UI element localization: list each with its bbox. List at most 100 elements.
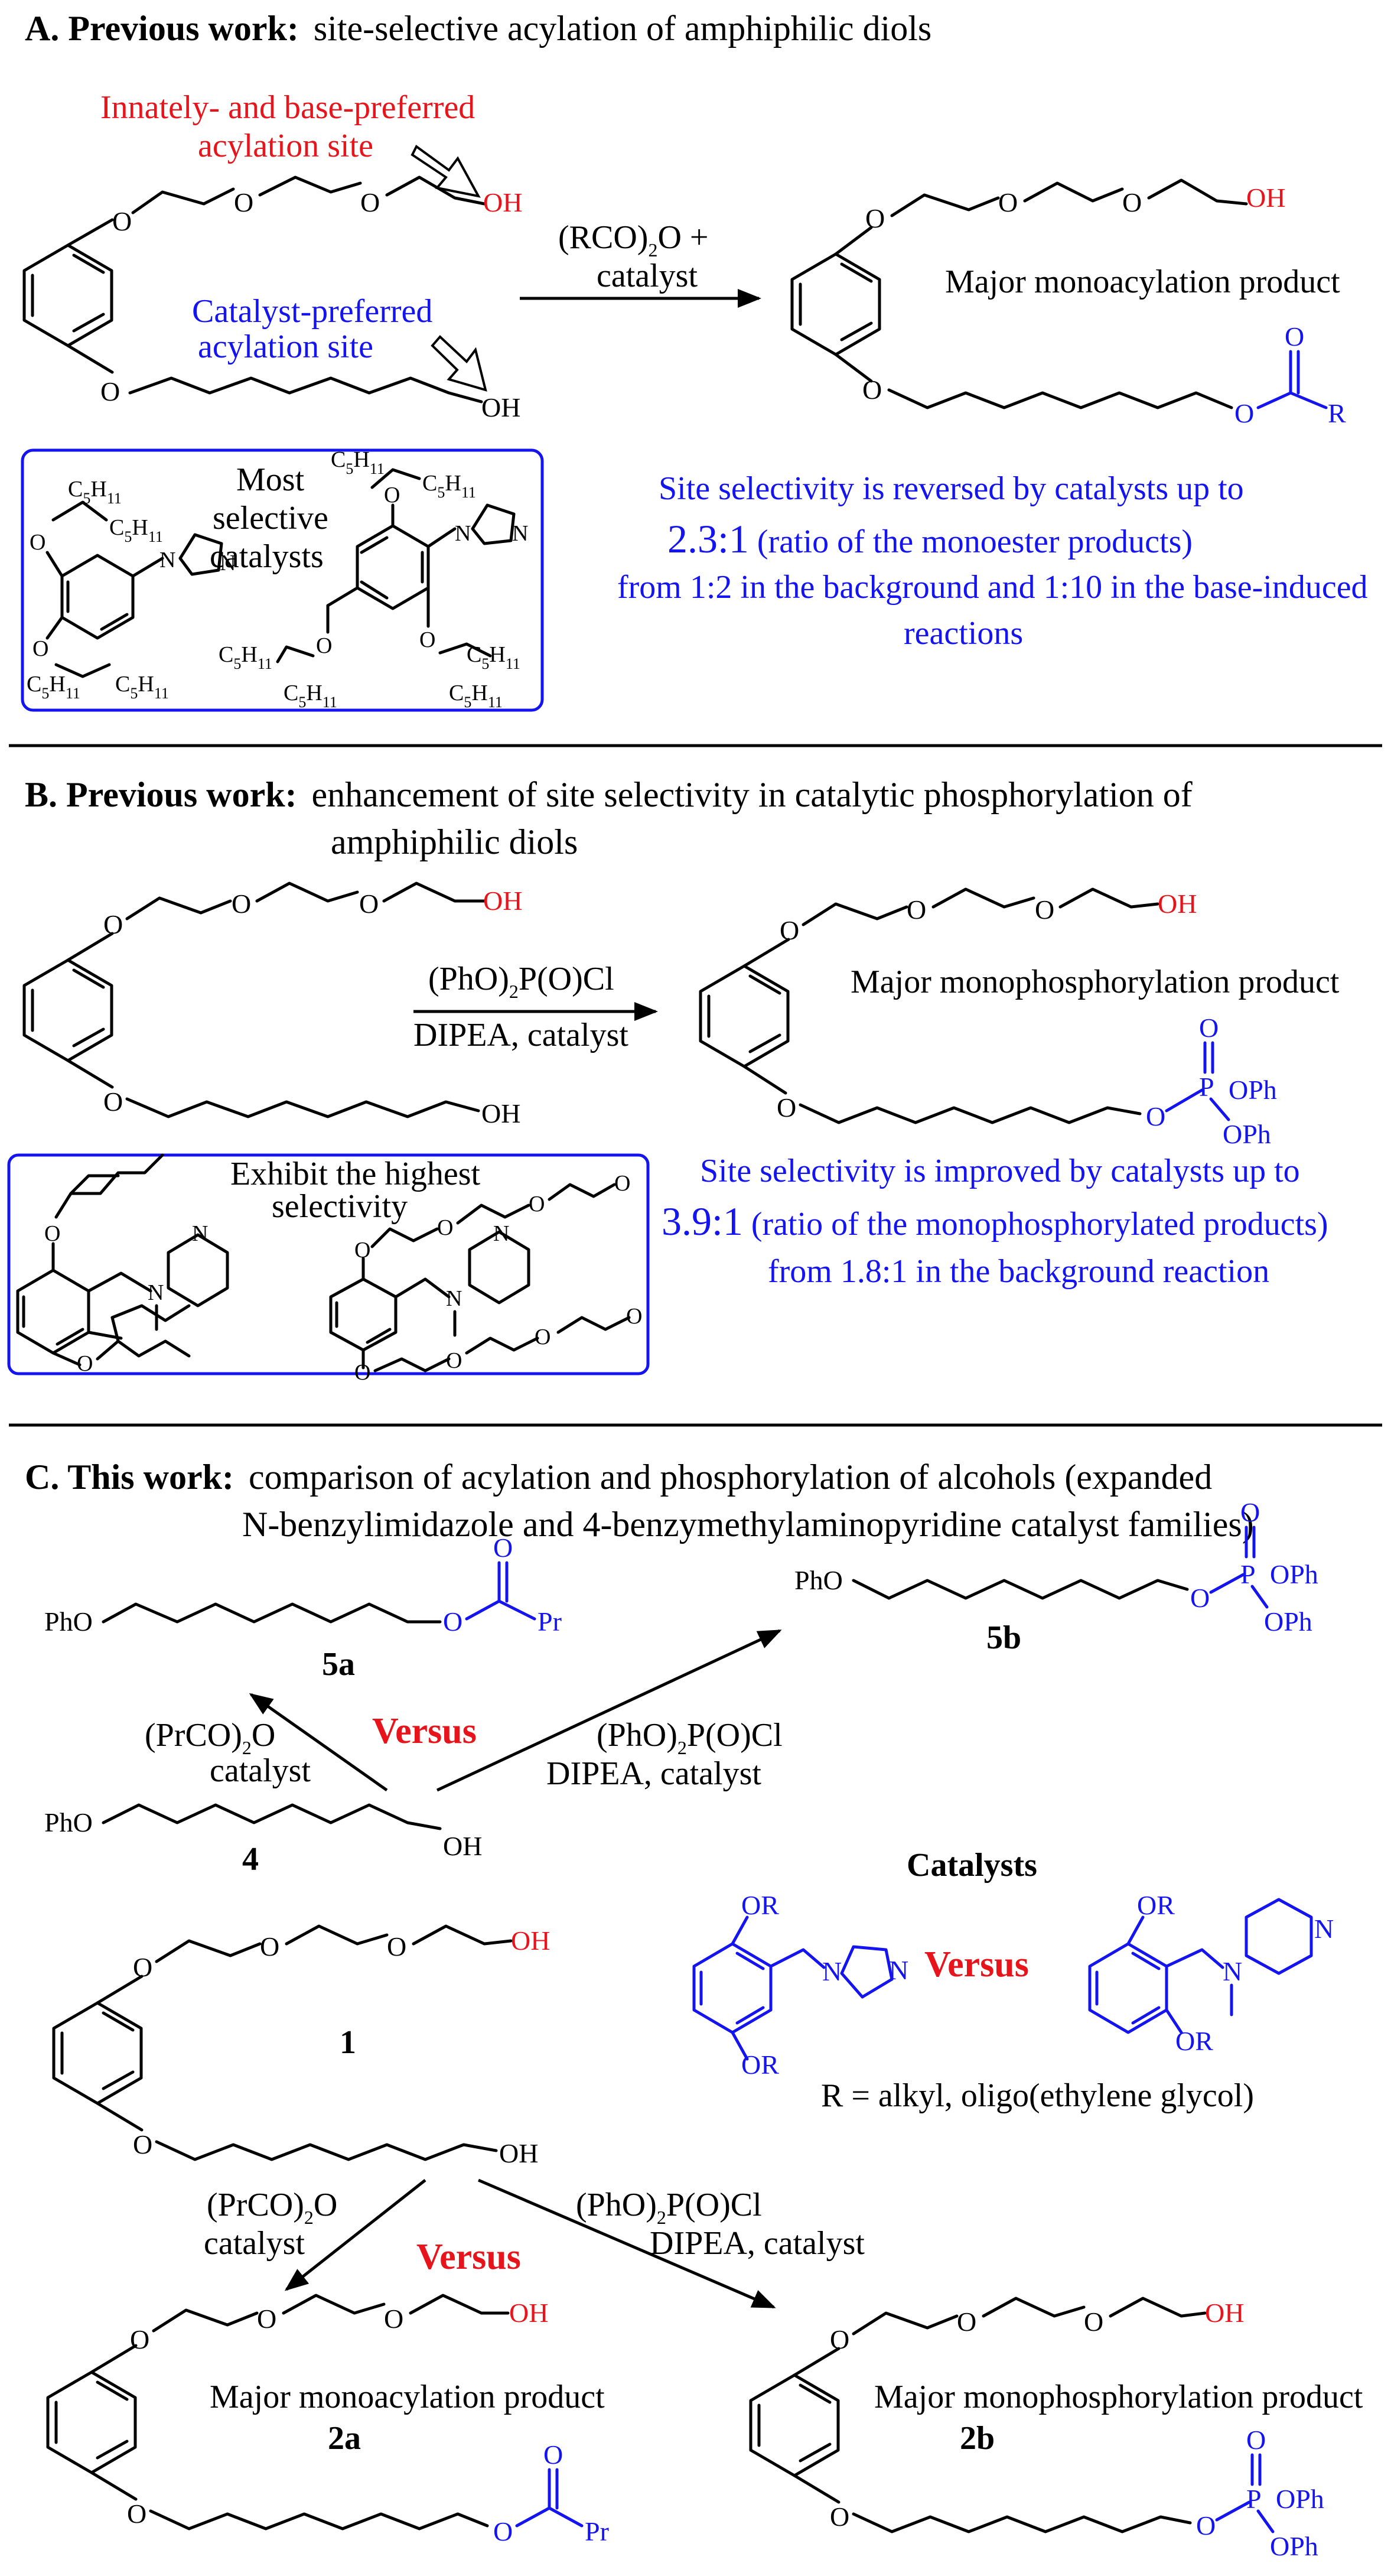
svg-text:O: O — [777, 1092, 796, 1123]
svg-text:N: N — [159, 548, 175, 573]
r-definition: R = alkyl, oligo(ethylene glycol) — [821, 2077, 1254, 2114]
svg-text:O: O — [780, 915, 799, 945]
svg-text:O: O — [354, 1360, 370, 1385]
svg-text:O: O — [100, 376, 120, 406]
svg-text:(PrCO)2O: (PrCO)2O — [207, 2187, 337, 2228]
svg-text:C5H11: C5H11 — [219, 642, 272, 672]
catalyst-box-b — [7, 1153, 650, 1375]
svg-text:(PhO)2P(O)Cl: (PhO)2P(O)Cl — [428, 961, 614, 1002]
svg-text:R: R — [1328, 398, 1346, 428]
svg-text:O: O — [257, 2304, 276, 2334]
box-a-title-2: selective — [213, 500, 328, 536]
reagent-b-conditions: DIPEA, catalyst — [413, 1017, 628, 1053]
catalyst-site-arrow — [431, 335, 487, 392]
svg-text:C5H11: C5H11 — [27, 672, 80, 702]
svg-text:O: O — [529, 1192, 545, 1217]
innate-note-line2: acylation site — [198, 128, 373, 164]
svg-text:O: O — [830, 2502, 849, 2532]
svg-text:OH: OH — [499, 2138, 538, 2168]
section-c-title-2: N-benzylimidazole and 4-benzymethylamino… — [242, 1505, 1254, 1544]
catalyst-a1-structure: O C5H11 C5H11 N N O C5H11 C5H11 — [27, 477, 236, 702]
catalyst-b1-structure: O N N O — [16, 1153, 229, 1376]
svg-text:O: O — [543, 2440, 563, 2470]
svg-text:O: O — [865, 203, 885, 233]
svg-text:O: O — [127, 2499, 146, 2529]
product-b-phosphate: O O O OH O O P O OPh OPh — [701, 887, 1277, 1149]
svg-text:O: O — [316, 633, 332, 658]
svg-text:O: O — [957, 2307, 976, 2337]
label-2a: 2a — [328, 2420, 361, 2457]
svg-text:N: N — [1314, 1914, 1334, 1944]
label-5b: 5b — [986, 1619, 1021, 1656]
svg-text:O: O — [1122, 187, 1142, 217]
svg-text:O: O — [384, 2304, 403, 2334]
svg-text:OPh: OPh — [1229, 1075, 1277, 1105]
product-acyl-label: Major monoacylation product — [210, 2379, 605, 2415]
svg-text:OPh: OPh — [1264, 1606, 1312, 1637]
oh-innate: OH — [483, 187, 522, 217]
svg-text:O: O — [387, 1931, 406, 1962]
svg-text:C5H11: C5H11 — [68, 477, 122, 507]
svg-text:OH: OH — [511, 1926, 550, 1956]
svg-text:O: O — [830, 2324, 849, 2354]
versus-bottom: Versus — [416, 2237, 521, 2277]
svg-text:OR: OR — [741, 2050, 779, 2080]
svg-text:N: N — [192, 1221, 208, 1246]
acyl-catalyst-bottom: catalyst — [204, 2225, 305, 2262]
svg-text:A. Previous work: site-s: A. Previous work: site-selective acylati… — [25, 9, 931, 48]
phos-conditions-bottom: DIPEA, catalyst — [650, 2225, 865, 2262]
svg-text:O: O — [260, 1931, 279, 1962]
svg-text:O: O — [419, 627, 435, 652]
label-5a: 5a — [322, 1646, 355, 1683]
svg-text:O: O — [862, 375, 882, 405]
compound-2a: O O O OH O O O Pr Major monoacylation pr… — [48, 2294, 609, 2546]
innate-note-line1: Innately- and base-preferred — [100, 89, 475, 126]
svg-text:O: O — [443, 1606, 462, 1637]
reagent-a-catalyst: catalyst — [597, 258, 698, 294]
svg-text:N: N — [512, 521, 528, 546]
svg-text:N: N — [493, 1221, 509, 1246]
svg-text:O: O — [1246, 2425, 1266, 2455]
phos-conditions-top: DIPEA, catalyst — [546, 1755, 761, 1792]
svg-text:O: O — [133, 1952, 152, 1982]
svg-text:OH: OH — [509, 2298, 548, 2328]
svg-text:OH: OH — [481, 1098, 520, 1128]
result-a-line1: Site selectivity is reversed by catalyst… — [659, 470, 1244, 507]
compound-5b: PhO O P O OPh OPh 5b — [794, 1497, 1318, 1656]
arrow-1-to-2b — [478, 2178, 776, 2309]
svg-text:O: O — [384, 483, 400, 508]
svg-text:O: O — [77, 1351, 93, 1376]
svg-text:O: O — [493, 1533, 513, 1563]
svg-text:OH: OH — [1158, 889, 1197, 919]
svg-text:OH: OH — [443, 1831, 482, 1861]
compound-4: PhO OH 4 — [44, 1803, 482, 1878]
svg-text:PhO: PhO — [794, 1565, 843, 1595]
svg-text:O: O — [130, 2324, 149, 2354]
svg-text:N: N — [220, 551, 236, 575]
svg-text:O: O — [103, 1087, 123, 1117]
result-a-line4: reactions — [904, 615, 1023, 652]
section-a-title: site-selective acylation of amphiphilic … — [314, 9, 931, 48]
compound-5a: PhO O O Pr 5a — [44, 1533, 562, 1683]
versus-top: Versus — [372, 1711, 477, 1751]
svg-text:Pr: Pr — [537, 1606, 562, 1637]
svg-text:C5H11: C5H11 — [449, 681, 503, 711]
svg-text:O: O — [1199, 1013, 1219, 1043]
section-b-label: B. Previous work: — [25, 775, 297, 814]
box-a-title-1: Most — [236, 461, 305, 498]
svg-text:O: O — [32, 636, 48, 661]
svg-text:O: O — [626, 1304, 642, 1329]
svg-text:OH: OH — [1246, 183, 1285, 213]
svg-text:O: O — [44, 1221, 60, 1246]
svg-text:O: O — [1190, 1583, 1210, 1613]
compound-2b: O O O OH O O P O OPh OPh Major monophosp… — [751, 2297, 1363, 2561]
label-2b: 2b — [960, 2420, 995, 2457]
svg-text:N: N — [446, 1286, 462, 1311]
svg-text:PhO: PhO — [44, 1807, 93, 1837]
section-a-label: A. Previous work: — [25, 9, 299, 48]
section-b-title-1: enhancement of site selectivity in catal… — [312, 775, 1193, 814]
svg-text:O: O — [1240, 1497, 1260, 1527]
svg-text:O: O — [614, 1171, 630, 1196]
svg-text:O: O — [1146, 1101, 1165, 1131]
